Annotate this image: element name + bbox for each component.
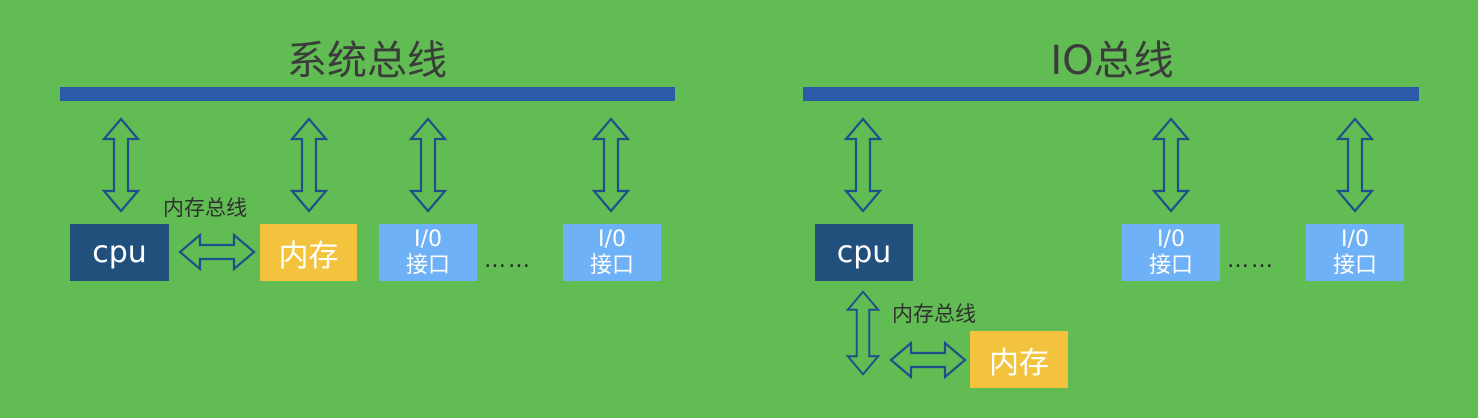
system-bus-bar xyxy=(60,87,675,101)
left-memory-bus-label: 内存总线 xyxy=(163,196,247,220)
right-title: IO总线 xyxy=(1050,38,1174,84)
io-line1: I/0 xyxy=(1341,226,1369,252)
memory-bus-arrow xyxy=(289,117,329,213)
io-line1: I/0 xyxy=(598,226,626,252)
left-cpu-label: cpu xyxy=(92,235,147,270)
left-cpu-box: cpu xyxy=(70,224,169,281)
io-line2: 接口 xyxy=(1148,252,1193,278)
right-cpu-memory-vertical-arrow xyxy=(843,290,883,376)
io-line2: 接口 xyxy=(1332,252,1377,278)
io-line2: 接口 xyxy=(405,252,450,278)
io1-bus-arrow xyxy=(408,117,448,213)
cpu-memory-arrow xyxy=(178,233,256,271)
right-io2-bus-arrow xyxy=(1335,117,1375,213)
left-io-box-2: I/0 接口 xyxy=(563,224,661,281)
left-memory-box: 内存 xyxy=(260,224,357,281)
right-memory-arrow xyxy=(889,341,967,379)
left-ellipsis: …… xyxy=(484,248,532,273)
right-io1-bus-arrow xyxy=(1151,117,1191,213)
io-line1: I/0 xyxy=(1157,226,1185,252)
right-ellipsis: …… xyxy=(1227,248,1275,273)
right-memory-bus-label: 内存总线 xyxy=(892,302,976,326)
io-line2: 接口 xyxy=(589,252,634,278)
cpu-bus-arrow xyxy=(101,117,141,213)
left-title: 系统总线 xyxy=(287,38,447,84)
right-memory-box: 内存 xyxy=(970,331,1068,388)
right-io-box-1: I/0 接口 xyxy=(1122,224,1220,281)
right-memory-label: 内存 xyxy=(989,345,1049,381)
right-cpu-box: cpu xyxy=(815,224,913,281)
io-bus-bar xyxy=(803,87,1419,101)
right-cpu-label: cpu xyxy=(836,235,892,270)
right-cpu-bus-arrow xyxy=(843,117,883,213)
left-io-box-1: I/0 接口 xyxy=(379,224,477,281)
io-line1: I/0 xyxy=(414,226,442,252)
left-memory-label: 内存 xyxy=(278,238,339,274)
io2-bus-arrow xyxy=(591,117,631,213)
right-io-box-2: I/0 接口 xyxy=(1306,224,1404,281)
